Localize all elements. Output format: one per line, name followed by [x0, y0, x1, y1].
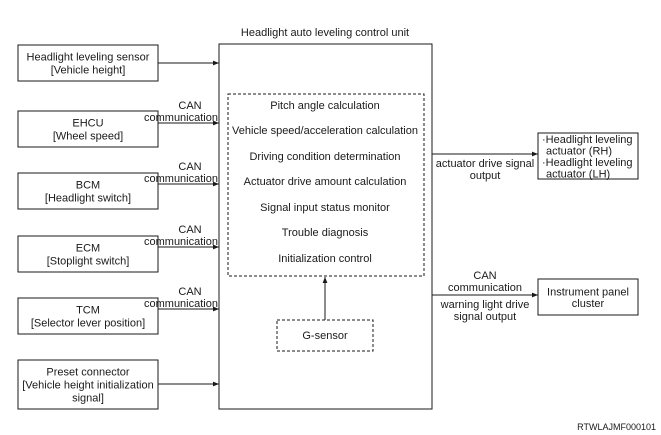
input-box: [17, 172, 159, 210]
input-box: [17, 235, 159, 273]
link-label: CAN: [178, 224, 201, 236]
input-label: [Wheel speed]: [53, 131, 123, 143]
g-sensor-label: G-sensor: [302, 330, 348, 342]
input-label: Headlight leveling sensor: [27, 52, 150, 64]
output-link-label: signal output: [454, 311, 516, 323]
link-label: communication: [144, 236, 218, 248]
input-label: [Vehicle height initialization: [22, 380, 153, 392]
link-label: communication: [144, 112, 218, 124]
link-label: CAN: [178, 100, 201, 112]
input-label: ECM: [76, 243, 100, 255]
function-item: Pitch angle calculation: [270, 100, 379, 112]
function-item: Trouble diagnosis: [282, 227, 369, 239]
function-item: Driving condition determination: [249, 151, 400, 163]
output-link-label: output: [470, 170, 501, 182]
output-box: [537, 132, 639, 180]
input-block: TCM[Selector lever position] CANcommunica…: [17, 286, 219, 335]
output-label: Instrument panel: [547, 286, 629, 298]
input-label: BCM: [76, 180, 100, 192]
control-unit-box: [218, 43, 433, 410]
input-box: [17, 297, 159, 335]
function-item: Actuator drive amount calculation: [244, 176, 407, 188]
input-label: EHCU: [72, 118, 103, 130]
output-label: actuator (RH): [546, 145, 612, 157]
link-label: communication: [144, 298, 218, 310]
link-label: CAN: [178, 161, 201, 173]
input-label: [Selector lever position]: [31, 318, 145, 330]
input-label: TCM: [76, 305, 100, 317]
input-label: [Vehicle height]: [51, 65, 126, 77]
input-blocks: Headlight leveling sensor[Vehicle height…: [17, 44, 219, 410]
link-label: CAN: [178, 286, 201, 298]
output-link-label: warning light drive: [440, 299, 530, 311]
input-label: signal]: [72, 393, 104, 405]
output-link-label: CAN: [473, 270, 496, 282]
output-link-label: actuator drive signal: [436, 158, 534, 170]
figure-code: RTWLAJMF000101: [577, 422, 656, 432]
functions-box: [227, 93, 425, 277]
input-label: [Headlight switch]: [45, 193, 131, 205]
input-label: [Stoplight switch]: [47, 256, 130, 268]
output-link-label: communication: [448, 282, 522, 294]
input-block: Preset connector[Vehicle height initiali…: [17, 359, 219, 410]
function-item: Vehicle speed/acceleration calculation: [232, 125, 418, 137]
input-label: Preset connector: [46, 367, 129, 379]
output-box: [537, 278, 639, 316]
function-item: Initialization control: [278, 253, 372, 265]
diagram-title: Headlight auto leveling control unit: [241, 27, 409, 39]
output-label: actuator (LH): [546, 168, 610, 180]
input-box: [17, 110, 159, 148]
function-item: Signal input status monitor: [260, 202, 390, 214]
output-label: ·Headlight leveling: [542, 157, 633, 169]
input-block: Headlight leveling sensor[Vehicle height…: [17, 44, 219, 82]
output-label: cluster: [572, 298, 605, 310]
link-label: communication: [144, 173, 218, 185]
output-label: ·Headlight leveling: [542, 134, 633, 146]
